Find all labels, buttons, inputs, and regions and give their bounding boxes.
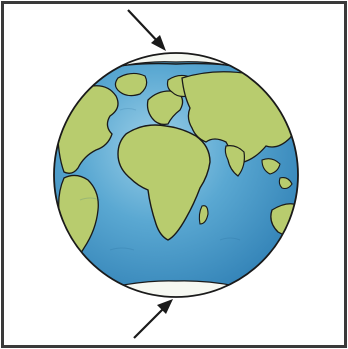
north-polar-ice-cap bbox=[95, 40, 258, 52]
south-polar-ice-cap bbox=[118, 281, 236, 310]
south-arrow bbox=[134, 299, 173, 338]
globe-icon bbox=[54, 30, 300, 310]
greenland bbox=[115, 73, 146, 95]
north-arrow bbox=[128, 10, 166, 51]
